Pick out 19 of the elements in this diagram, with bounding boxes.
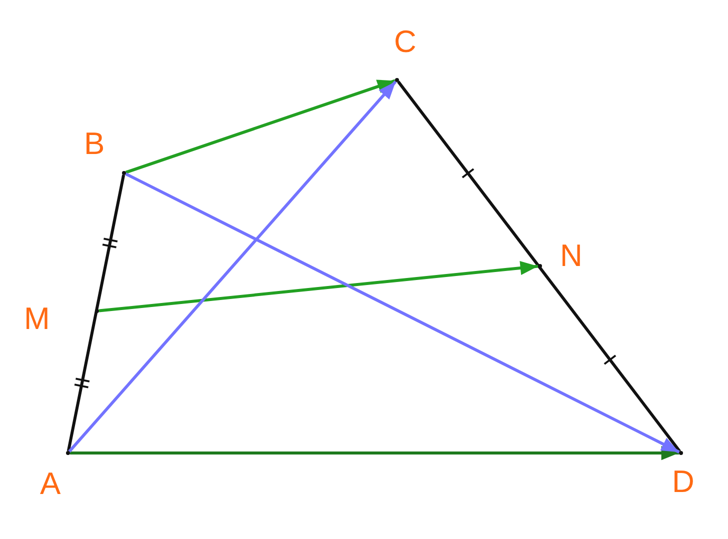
vertex-point [395, 78, 399, 82]
vertex-point [538, 264, 542, 268]
point-label: N [560, 240, 582, 271]
vertex-point [95, 309, 99, 313]
vector-arrow [68, 80, 397, 452]
point-label: M [24, 303, 50, 334]
vector-arrow [125, 172, 680, 454]
vertex-point [122, 171, 126, 175]
point-label: D [672, 466, 694, 497]
point-label: C [394, 26, 416, 57]
vector-arrow [125, 79, 396, 174]
segment-line [397, 80, 681, 452]
point-label: A [40, 468, 61, 499]
point-label: B [84, 128, 105, 159]
vertex-point [66, 451, 70, 455]
vector-arrow [70, 446, 679, 460]
segment-line [66, 174, 126, 452]
vertex-point [679, 451, 683, 455]
vector-arrow [98, 261, 538, 312]
